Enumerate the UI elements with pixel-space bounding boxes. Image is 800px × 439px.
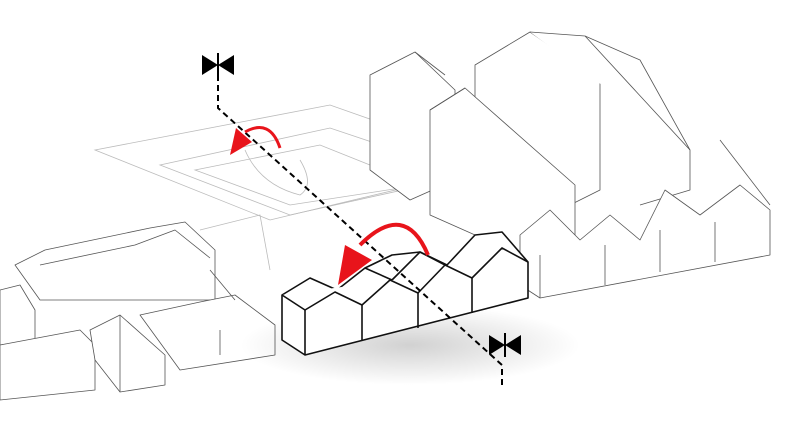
focus-building (281, 231, 529, 356)
section-cut-line (217, 75, 503, 385)
section-marker-icon (202, 53, 234, 77)
rotation-arrow-icon (230, 126, 282, 155)
context-buildings-right (369, 31, 771, 299)
context-buildings-left (0, 221, 276, 401)
section-marker-icon (489, 333, 521, 357)
rotation-arrow-icon (338, 222, 430, 285)
